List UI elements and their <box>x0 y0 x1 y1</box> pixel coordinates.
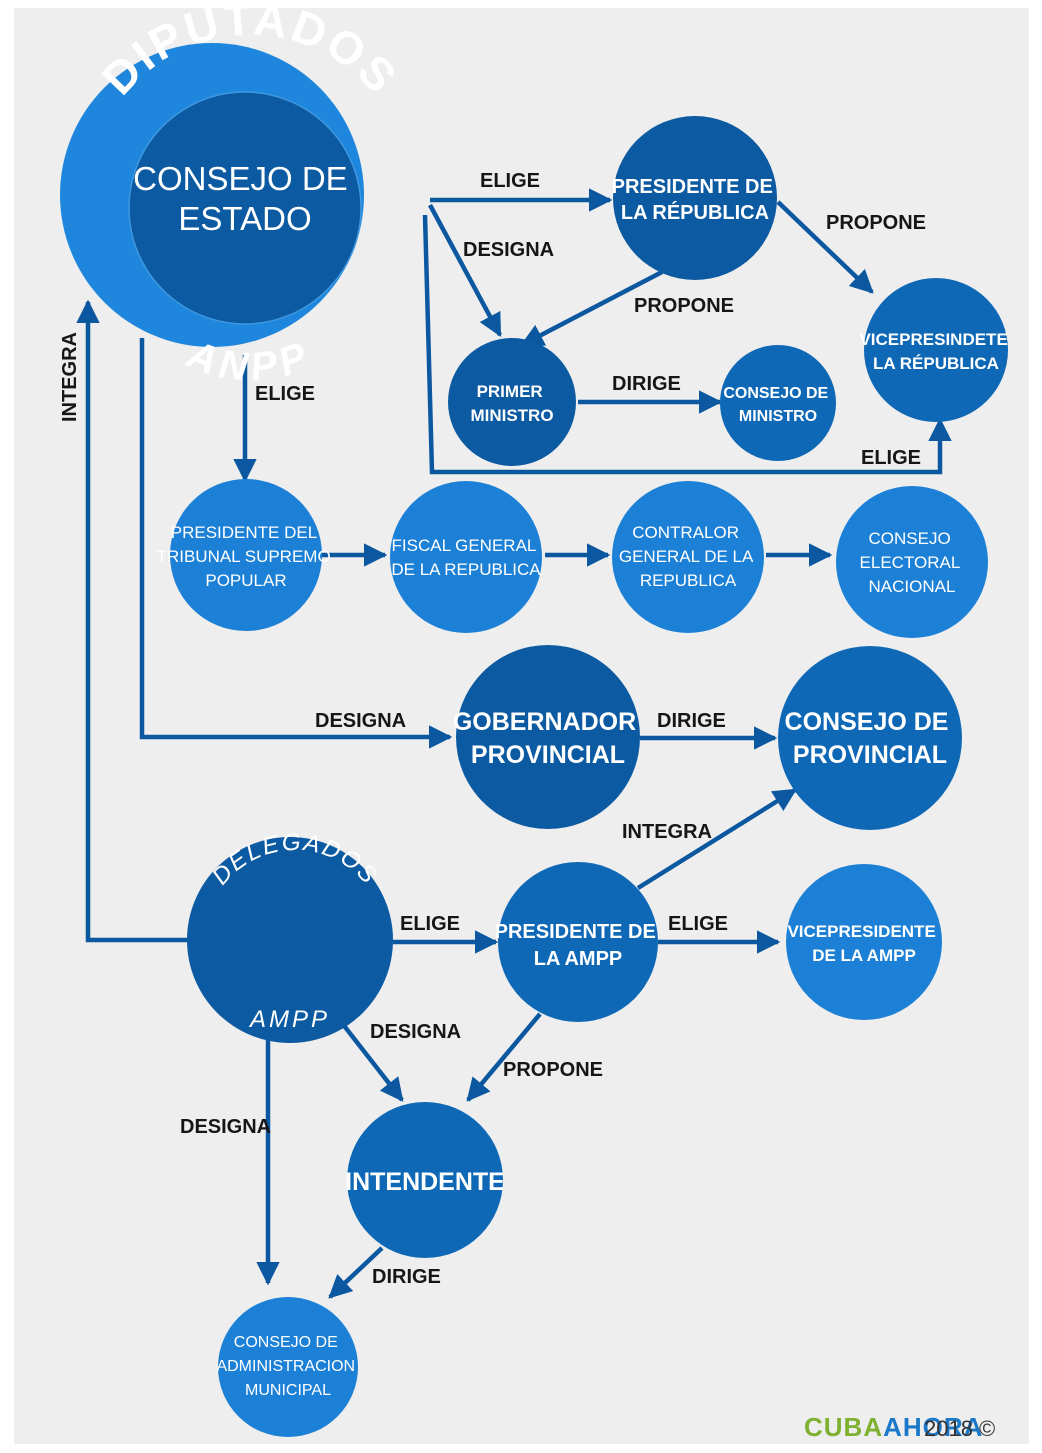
arrow-designa-gobernador <box>139 338 453 749</box>
arrow-propone-intendente <box>466 1012 542 1102</box>
presidente-tribunal-circle <box>170 479 322 631</box>
consejo-administracion-label: CONSEJO DE ADMINISTRACION MUNICIPAL <box>216 1334 359 1399</box>
intendente-label: INTENDENTE <box>345 1168 505 1196</box>
node-fiscal-general: FISCAL GENERAL DE LA REPUBLICA <box>390 481 542 633</box>
label-designa-intendente: DESIGNA <box>370 1021 461 1043</box>
label-elige-vicepresidente-ampp: ELIGE <box>668 913 728 935</box>
node-contralor-general: CONTRALOR GENERAL DE LA REPUBLICA <box>612 481 764 633</box>
gobernador-provincial-circle <box>456 645 640 829</box>
vicepresidente-ampp-label: VICEPRESIDENTE DE LA AMPP <box>787 922 940 965</box>
node-presidente-ampp: PRESIDENTE DE LA AMPP <box>495 862 662 1022</box>
label-dirige-consejo-provincial: DIRIGE <box>657 710 726 732</box>
connectors <box>76 188 952 1299</box>
edge-labels: ELIGE DESIGNA PROPONE PROPONE DIRIGE ELI… <box>59 170 926 1288</box>
brand-logo: CUBAAHORA <box>804 1412 983 1442</box>
consejo-ministro-label: CONSEJO DE MINISTRO <box>723 385 832 425</box>
arrow-designa-primer-ministro <box>428 203 502 338</box>
consejo-estado-label: CONSEJO DE ESTADO <box>133 160 357 237</box>
vicepresidente-republica-label: VICEPRESINDETE LA RÉPUBLICA <box>859 330 1012 373</box>
label-designa-consejo-admin: DESIGNA <box>180 1116 271 1138</box>
primer-ministro-label: PRIMER MINISTRO <box>470 382 553 425</box>
arrow-elige-vicepresidente <box>422 214 952 475</box>
label-integra-anpp: INTEGRA <box>59 332 81 422</box>
arrow-designa-intendente <box>336 1016 404 1102</box>
consejo-electoral-label: CONSEJO ELECTORAL NACIONAL <box>860 529 965 596</box>
footer-brand: CUBAAHORA 2018 © <box>804 1412 995 1442</box>
label-propone-vicepresidente: PROPONE <box>826 212 926 234</box>
arrow-integra-anpp <box>76 299 188 943</box>
vicepresidente-ampp-circle <box>786 864 942 1020</box>
label-elige-tribunal: ELIGE <box>255 383 315 405</box>
consejo-provincial-label: CONSEJO DE PROVINCIAL <box>785 708 956 769</box>
arrow-dirige-consejo-admin <box>328 1246 384 1299</box>
node-delegados-ampp: DELEGADOS AMPP <box>187 829 393 1043</box>
node-gobernador-provincial: GOBERNADOR PROVINCIAL <box>453 645 643 829</box>
arrow-propone-primer-ministro <box>519 270 664 347</box>
label-designa-gobernador: DESIGNA <box>315 710 406 732</box>
node-consejo-electoral: CONSEJO ELECTORAL NACIONAL <box>836 486 988 638</box>
arrow-propone-vicepresidente <box>776 200 874 294</box>
delegados-ampp-circle <box>187 837 393 1043</box>
fiscal-general-label: FISCAL GENERAL DE LA REPUBLICA <box>391 536 541 579</box>
node-vicepresidente-republica: VICEPRESINDETE LA RÉPUBLICA <box>859 278 1012 422</box>
consejo-electoral-circle <box>836 486 988 638</box>
presidente-ampp-label: PRESIDENTE DE LA AMPP <box>495 921 662 970</box>
label-elige-presidente-ampp: ELIGE <box>400 913 460 935</box>
node-presidente-tribunal: PRESIDENTE DEL TRIBUNAL SUPREMO POPULAR <box>157 479 336 631</box>
label-dirige-consejo-admin: DIRIGE <box>372 1266 441 1288</box>
vicepresidente-republica-circle <box>864 278 1008 422</box>
node-primer-ministro: PRIMER MINISTRO <box>448 338 576 466</box>
label-propone-intendente: PROPONE <box>503 1059 603 1081</box>
label-dirige-consejo-ministro: DIRIGE <box>612 373 681 395</box>
node-intendente: INTENDENTE <box>345 1102 505 1258</box>
presidente-republica-label: PRESIDENTE DE LA RÉPUBLICA <box>612 176 779 224</box>
node-consejo-provincial: CONSEJO DE PROVINCIAL <box>778 646 962 830</box>
consejo-provincial-circle <box>778 646 962 830</box>
node-consejo-administracion: CONSEJO DE ADMINISTRACION MUNICIPAL <box>216 1297 359 1437</box>
contralor-general-label: CONTRALOR GENERAL DE LA REPUBLICA <box>619 523 757 590</box>
intendente-circle <box>347 1102 503 1258</box>
presidente-tribunal-label: PRESIDENTE DEL TRIBUNAL SUPREMO POPULAR <box>157 523 336 590</box>
node-vicepresidente-ampp: VICEPRESIDENTE DE LA AMPP <box>786 864 942 1020</box>
fiscal-general-circle <box>390 481 542 633</box>
arrow-integra-consejo-provincial <box>636 788 797 890</box>
presidente-ampp-circle <box>498 862 658 1022</box>
brand-year: 2018 © <box>924 1416 995 1441</box>
label-integra-consejo-provincial: INTEGRA <box>622 821 712 843</box>
label-elige-vicepresidente: ELIGE <box>861 447 921 469</box>
presidente-republica-circle <box>613 116 777 280</box>
ampp-label: AMPP <box>248 1006 330 1033</box>
consejo-estado-circle <box>128 91 362 325</box>
label-elige-presidente: ELIGE <box>480 170 540 192</box>
consejo-administracion-circle <box>218 1297 358 1437</box>
node-consejo-ministro: CONSEJO DE MINISTRO <box>720 345 836 461</box>
node-presidente-republica: PRESIDENTE DE LA RÉPUBLICA <box>612 116 779 280</box>
label-designa-primer-ministro: DESIGNA <box>463 239 554 261</box>
contralor-general-circle <box>612 481 764 633</box>
label-propone-primer-ministro: PROPONE <box>634 295 734 317</box>
primer-ministro-circle <box>448 338 576 466</box>
gobernador-provincial-label: GOBERNADOR PROVINCIAL <box>453 708 643 769</box>
consejo-ministro-circle <box>720 345 836 461</box>
